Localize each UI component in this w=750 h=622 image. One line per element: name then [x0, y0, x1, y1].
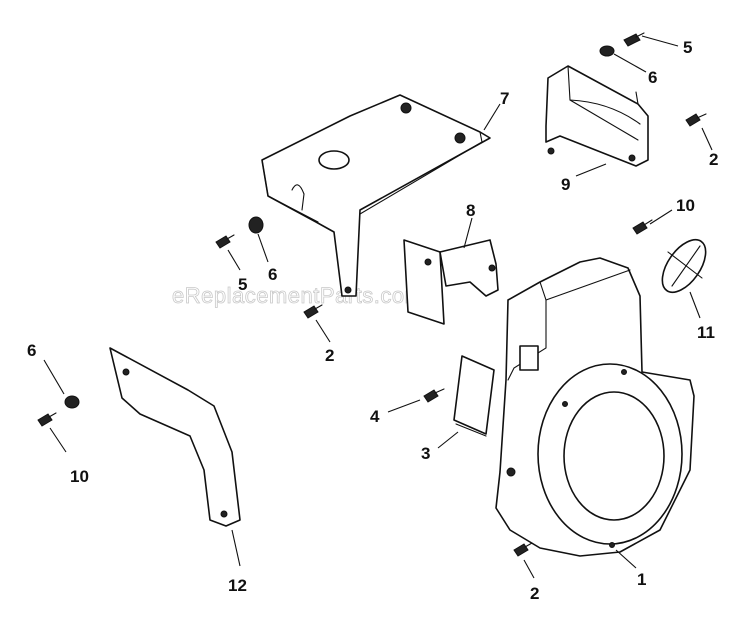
leader-lines: [43, 35, 713, 579]
callout-1: 1: [637, 570, 646, 589]
screw-icon-5-top: [623, 32, 645, 47]
screw-icon-2-bottom: [513, 542, 533, 557]
callout-6-left: 6: [27, 341, 36, 360]
callout-9: 9: [561, 175, 570, 194]
callout-5-left: 5: [238, 275, 247, 294]
screw-icon-10-right: [632, 219, 653, 235]
callout-12: 12: [228, 576, 247, 595]
callout-5-top: 5: [683, 38, 692, 57]
washer-icon-6-mid: [248, 216, 264, 234]
part-7-bracket: [261, 94, 491, 297]
callout-7: 7: [500, 89, 509, 108]
screw-icon-5-left: [215, 234, 235, 249]
screw-icon-2-mid: [303, 304, 323, 319]
part-12-bracket: [109, 347, 241, 527]
watermark-text: eReplacementParts.com: [172, 283, 423, 308]
part-3-block: [453, 355, 495, 437]
part-9-shield: [545, 65, 649, 167]
screw-icon-4: [423, 388, 445, 403]
washer-icon-6-left: [64, 395, 80, 409]
callout-2-mid: 2: [325, 346, 334, 365]
callout-6-top: 6: [648, 68, 657, 87]
part-8-bracket: [403, 239, 499, 325]
part-1-blower-housing: [495, 257, 695, 557]
callout-10-right: 10: [676, 196, 695, 215]
callout-2-right: 2: [709, 150, 718, 169]
washer-icon-6-top: [599, 45, 615, 57]
callout-6-mid: 6: [268, 265, 277, 284]
screw-icon-10-left: [37, 412, 57, 427]
callout-2-bottom: 2: [530, 584, 539, 603]
callout-10-left: 10: [70, 467, 89, 486]
screw-icon-2-right: [685, 113, 707, 127]
callout-3: 3: [421, 444, 430, 463]
part-11-plate: [661, 238, 707, 294]
callout-8: 8: [466, 201, 475, 220]
callout-11: 11: [697, 323, 715, 342]
callout-4: 4: [370, 407, 380, 426]
